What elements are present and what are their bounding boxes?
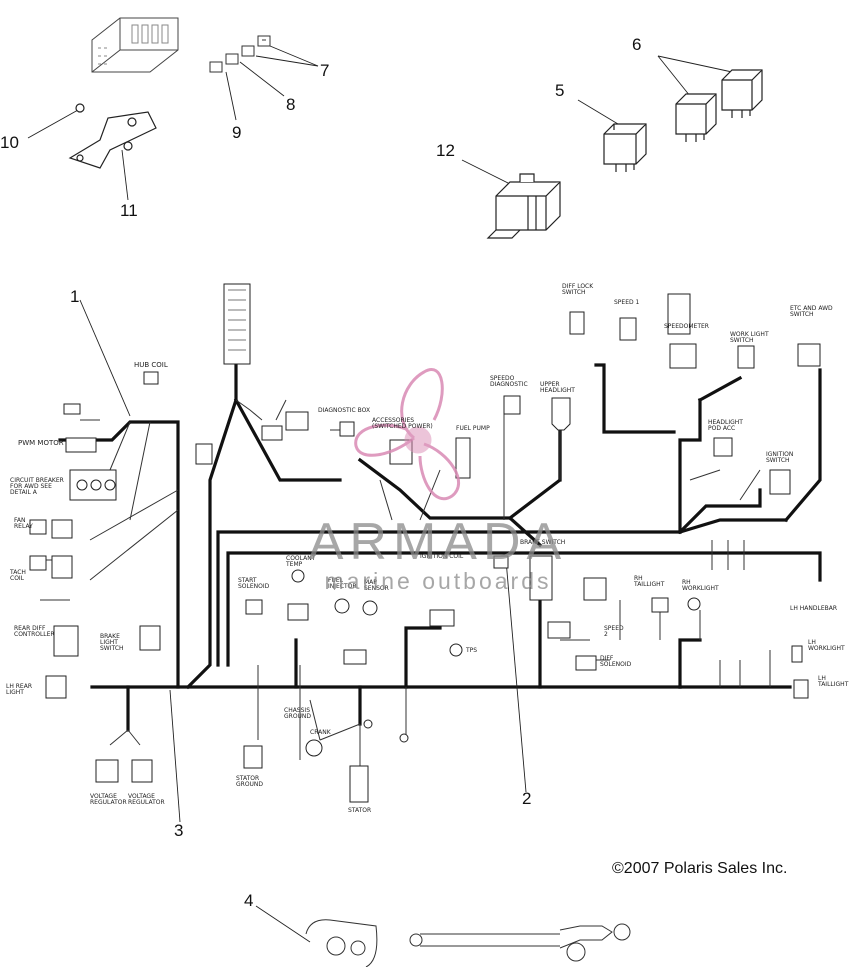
label-lh-worklight: LH WORKLIGHT [808, 639, 845, 652]
label-voltage-regulator-2: VOLTAGE REGULATOR [128, 793, 165, 806]
label-lh-rear-light: LH REAR LIGHT [6, 683, 32, 696]
label-rh-taillight: RH TAILLIGHT [634, 575, 665, 588]
module-part-12 [486, 173, 561, 239]
label-rh-worklight: RH WORKLIGHT [682, 579, 719, 592]
battery-cable-part [305, 919, 631, 967]
callout-3: 3 [174, 821, 184, 840]
label-coolant-temp: COOLANT TEMP [286, 555, 316, 568]
callout-2: 2 [522, 789, 532, 808]
harness-thin-wires [40, 300, 771, 770]
label-rear-diff-controller: REAR DIFF CONTROLLER [14, 625, 55, 638]
callout-12: 12 [436, 141, 455, 160]
callout-6: 6 [632, 35, 642, 54]
callout-4: 4 [244, 891, 254, 910]
label-work-light-switch: WORK LIGHT SWITCH [730, 331, 769, 344]
label-speed-2: SPEED 2 [604, 625, 624, 638]
callout-leaders-main [79, 299, 527, 943]
fuse-part [209, 35, 271, 73]
harness-trunks [58, 338, 822, 732]
label-upper-headlight: UPPER HEADLIGHT [540, 381, 575, 394]
label-crank: CRANK [310, 729, 331, 736]
watermark-logo [354, 368, 460, 501]
components [29, 283, 821, 803]
relay-part-6 [675, 69, 763, 142]
callout-9: 9 [232, 123, 242, 142]
label-headlight-pod: HEADLIGHT POD ACC [708, 419, 743, 432]
label-map-sensor: MAP SENSOR [364, 579, 389, 592]
label-start-solenoid: START SOLENOID [238, 577, 270, 590]
label-etc-awd-switch: ETC AND AWD SWITCH [790, 305, 833, 318]
watermark-subtitle: marine outboards [324, 568, 552, 594]
label-lh-handlebar: LH HANDLEBAR [790, 605, 838, 612]
label-circuit-breaker: CIRCUIT BREAKER FOR AWD SEE DETAIL A [10, 477, 64, 496]
callout-10: 10 [0, 133, 19, 152]
label-diff-solenoid: DIFF SOLENOID [600, 655, 632, 668]
label-lh-taillight: LH TAILLIGHT [818, 675, 849, 688]
label-stator: STATOR [348, 807, 372, 814]
label-fuel-injector: FUEL INJECTOR [328, 577, 357, 590]
watermark: ARMADA marine outboards [278, 516, 598, 593]
label-brake-light-switch: BRAKE LIGHT SWITCH [100, 633, 124, 652]
label-chassis-ground: CHASSIS GROUND [284, 707, 312, 720]
callout-11: 11 [120, 201, 138, 220]
label-tach-coil: TACH COIL [10, 569, 26, 582]
label-fan-relay: FAN RELAY [14, 517, 33, 530]
callout-7: 7 [320, 61, 330, 80]
label-accessories: ACCESSORIES (SWITCHED POWER) [372, 417, 433, 430]
relay-part-5 [603, 123, 647, 172]
label-speed-1: SPEED 1 [614, 299, 640, 306]
label-pwm-motor: PWM MOTOR [18, 439, 64, 447]
label-stator-ground: STATOR GROUND [236, 775, 264, 788]
callout-1: 1 [70, 287, 80, 306]
label-brake-switch: BRAKE SWITCH [520, 539, 566, 546]
label-voltage-regulator-1: VOLTAGE REGULATOR [90, 793, 127, 806]
label-speedometer: SPEEDOMETER [664, 323, 709, 330]
watermark-title: ARMADA [308, 513, 568, 571]
label-diagnostic-box: DIAGNOSTIC BOX [318, 407, 371, 414]
callout-5: 5 [555, 81, 565, 100]
label-speedo-diagnostic: SPEEDO DIAGNOSTIC [490, 375, 528, 388]
label-hub-coil: HUB COIL [134, 361, 168, 369]
callout-leaders-top [27, 45, 733, 201]
connector-block-part [91, 17, 179, 73]
label-ignition-switch: IGNITION SWITCH [766, 451, 794, 464]
label-fuel-pump: FUEL PUMP [456, 425, 490, 432]
label-ignition-coil: IGNITION COIL [420, 553, 464, 560]
bracket-part [68, 103, 157, 169]
label-diff-lock-switch: DIFF LOCK SWITCH [562, 283, 594, 296]
label-tps: TPS [466, 647, 478, 654]
copyright-text: ©2007 Polaris Sales Inc. [612, 860, 788, 877]
callout-8: 8 [286, 95, 296, 114]
